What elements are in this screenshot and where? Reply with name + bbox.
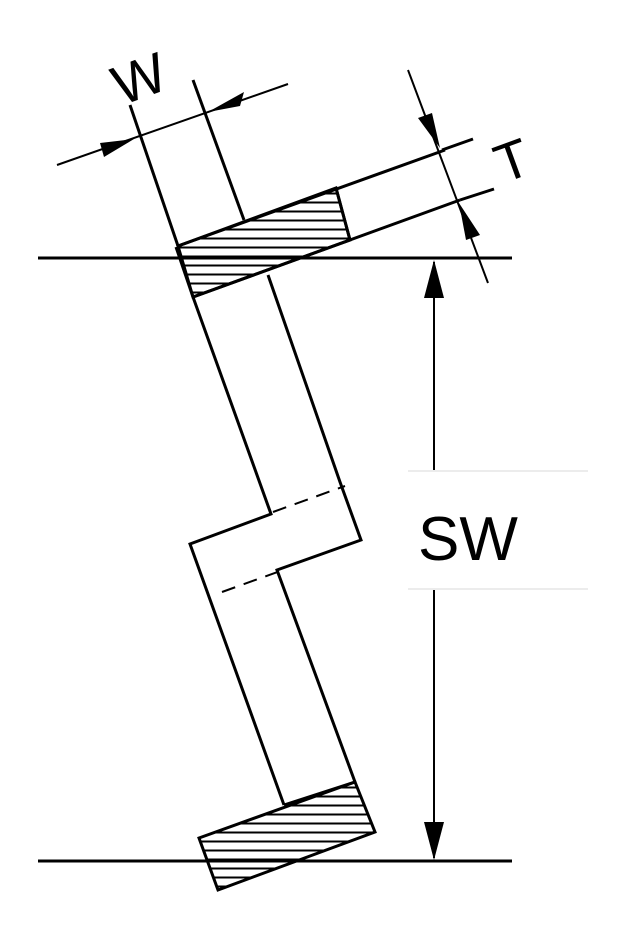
- lower-break-line: [221, 569, 284, 593]
- width-label: W: [104, 40, 175, 117]
- upper-break-line: [272, 485, 346, 513]
- stroke-width-dimension: [408, 260, 588, 860]
- thickness-arrow-bottom-icon: [459, 203, 480, 240]
- thickness-dimension: [407, 69, 495, 284]
- stroke-width-label: SW: [418, 505, 518, 574]
- width-arrow-left-icon: [100, 139, 134, 157]
- sw-arrow-up-icon: [424, 260, 444, 298]
- spring-body: [174, 246, 363, 807]
- sw-arrow-down-icon: [424, 822, 444, 860]
- width-arrow-right-icon: [208, 92, 244, 112]
- thickness-arrow-top-icon: [418, 113, 440, 148]
- bottom-hatched-section: [197, 780, 377, 892]
- thickness-label: T: [487, 127, 539, 195]
- top-bar: [128, 79, 461, 299]
- top-hatched-section: [176, 186, 352, 299]
- width-dimension: [56, 83, 289, 166]
